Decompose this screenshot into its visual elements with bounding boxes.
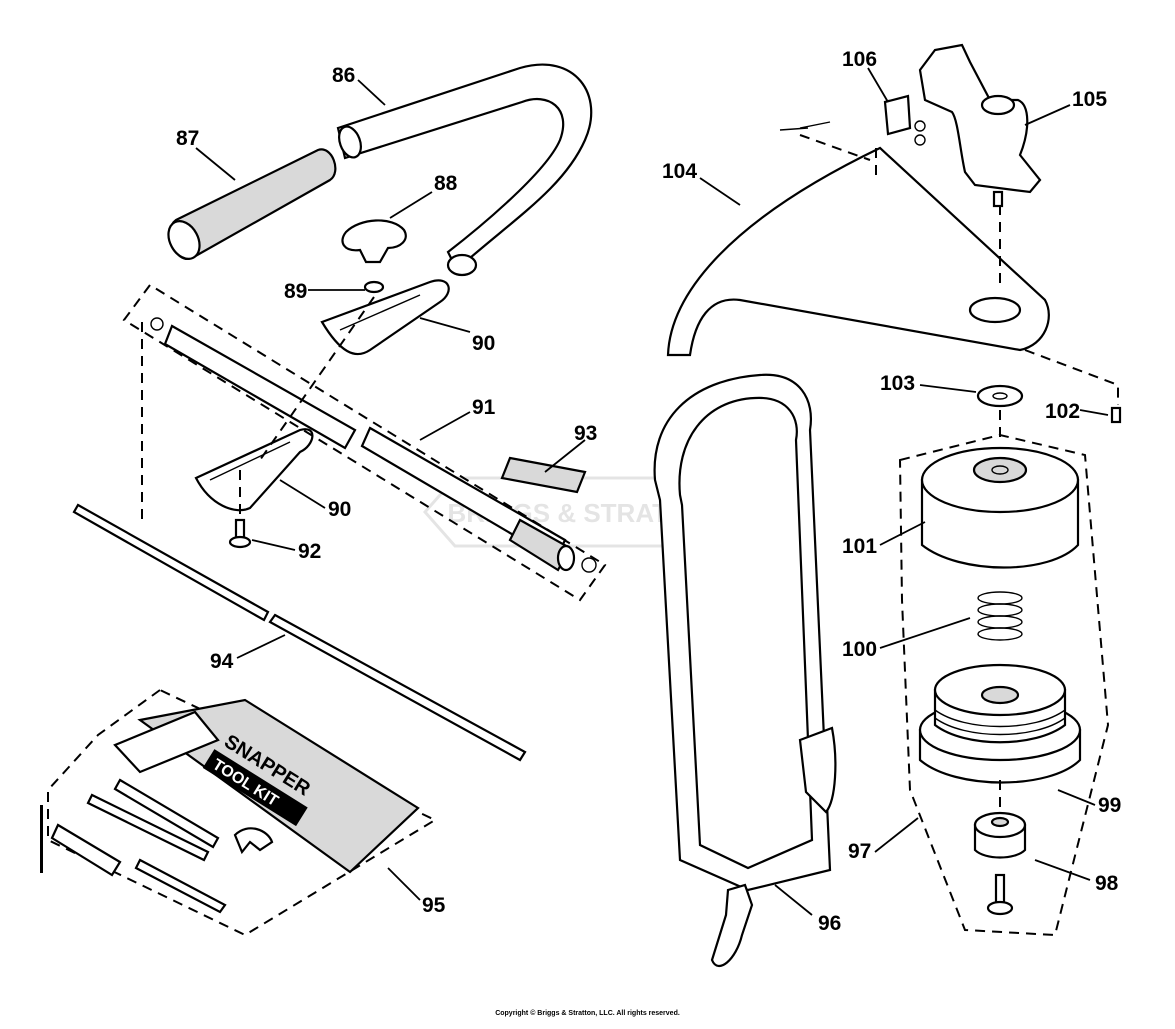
margin-bar bbox=[40, 805, 43, 873]
label-105: 105 bbox=[1072, 88, 1107, 111]
part-101-housing bbox=[920, 446, 1080, 569]
part-94-drive-shaft bbox=[72, 503, 527, 762]
label-88: 88 bbox=[434, 172, 458, 195]
part-100-spring bbox=[977, 591, 1023, 641]
part-87-grip bbox=[167, 148, 337, 260]
label-91: 91 bbox=[472, 396, 496, 419]
part-90-lower-bracket bbox=[194, 428, 314, 512]
label-90a: 90 bbox=[472, 332, 495, 355]
label-89: 89 bbox=[284, 280, 307, 303]
label-90b: 90 bbox=[328, 498, 351, 521]
label-93: 93 bbox=[574, 422, 597, 445]
label-98: 98 bbox=[1095, 872, 1119, 895]
part-104-guard bbox=[666, 146, 1050, 357]
part-103-washer bbox=[976, 384, 1024, 408]
label-104: 104 bbox=[662, 160, 697, 183]
part-labels: 86 87 88 89 90 90 91 92 93 94 95 96 97 9… bbox=[176, 48, 1121, 935]
part-93-decal bbox=[500, 456, 587, 494]
part-97-trimmer-head bbox=[898, 433, 1110, 937]
part-102-screw bbox=[1024, 349, 1122, 424]
part-89-washer bbox=[363, 280, 385, 294]
label-97: 97 bbox=[848, 840, 871, 863]
label-106: 106 bbox=[842, 48, 877, 71]
label-96: 96 bbox=[818, 912, 841, 935]
part-95-tool-kit: SNAPPER TOOL KIT bbox=[47, 688, 438, 937]
label-92: 92 bbox=[298, 540, 321, 563]
label-101: 101 bbox=[842, 535, 877, 558]
label-94: 94 bbox=[210, 650, 234, 673]
label-87: 87 bbox=[176, 127, 199, 150]
part-90-upper-bracket bbox=[320, 279, 450, 356]
part-96-harness bbox=[653, 373, 837, 967]
copyright-footer: Copyright © Briggs & Stratton, LLC. All … bbox=[495, 1010, 680, 1017]
label-86: 86 bbox=[332, 64, 355, 87]
part-86-handle-bar bbox=[336, 63, 593, 277]
leader-lines bbox=[195, 67, 1109, 916]
assembly-dashed-lines bbox=[141, 134, 1001, 810]
label-102: 102 bbox=[1045, 400, 1080, 423]
label-95: 95 bbox=[422, 894, 446, 917]
label-103: 103 bbox=[880, 372, 915, 395]
part-91-tube bbox=[122, 283, 607, 602]
part-98-bump-knob bbox=[973, 811, 1027, 916]
part-106-bracket bbox=[779, 94, 926, 146]
part-105-gear-head bbox=[918, 43, 1042, 208]
part-88-knob bbox=[341, 219, 407, 264]
label-100: 100 bbox=[842, 638, 877, 661]
part-92-screw bbox=[228, 518, 252, 549]
label-99: 99 bbox=[1098, 794, 1121, 817]
part-99-spool bbox=[918, 663, 1082, 784]
